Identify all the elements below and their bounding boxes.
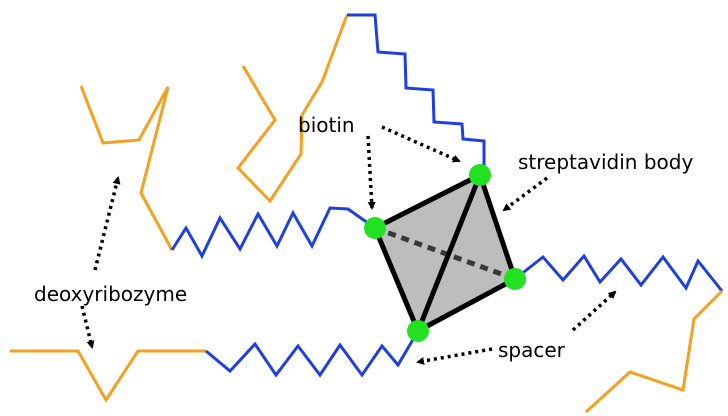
label-deoxyribozyme: deoxyribozyme (34, 282, 187, 306)
streptavidin-edge-hidden (374, 225, 516, 282)
streptavidin-edge-front (415, 174, 483, 332)
spacer-strand-bottom (205, 330, 420, 378)
label-streptavidin-body: streptavidin body (518, 150, 693, 174)
biotin-node-right (504, 268, 526, 290)
spacer-arrow-left (416, 347, 493, 365)
biotin-arrow-top (381, 125, 461, 163)
label-spacer: spacer (498, 338, 566, 362)
spacer-strand-top (347, 13, 486, 172)
spacer-arrow-right (571, 290, 617, 332)
spacer-strand-left (170, 206, 376, 260)
deoxyribozyme-strand-bottom (10, 349, 206, 403)
biotin-node-bottom (407, 320, 429, 342)
deoxyribozyme-arrow-up (93, 176, 121, 271)
deoxyribozyme-arrow-down (80, 305, 95, 349)
biotin-node-top (469, 164, 491, 186)
deoxyribozyme-strand-right (584, 289, 724, 414)
biotin-node-left (364, 217, 386, 239)
biotin-arrow-left (366, 135, 376, 210)
label-biotin: biotin (298, 113, 355, 137)
spacer-strand-right (514, 253, 724, 292)
streptavidin-arrow (502, 176, 549, 212)
deoxyribozyme-strand-left (79, 85, 174, 251)
deoxyribozyme-strand-top (236, 14, 349, 204)
